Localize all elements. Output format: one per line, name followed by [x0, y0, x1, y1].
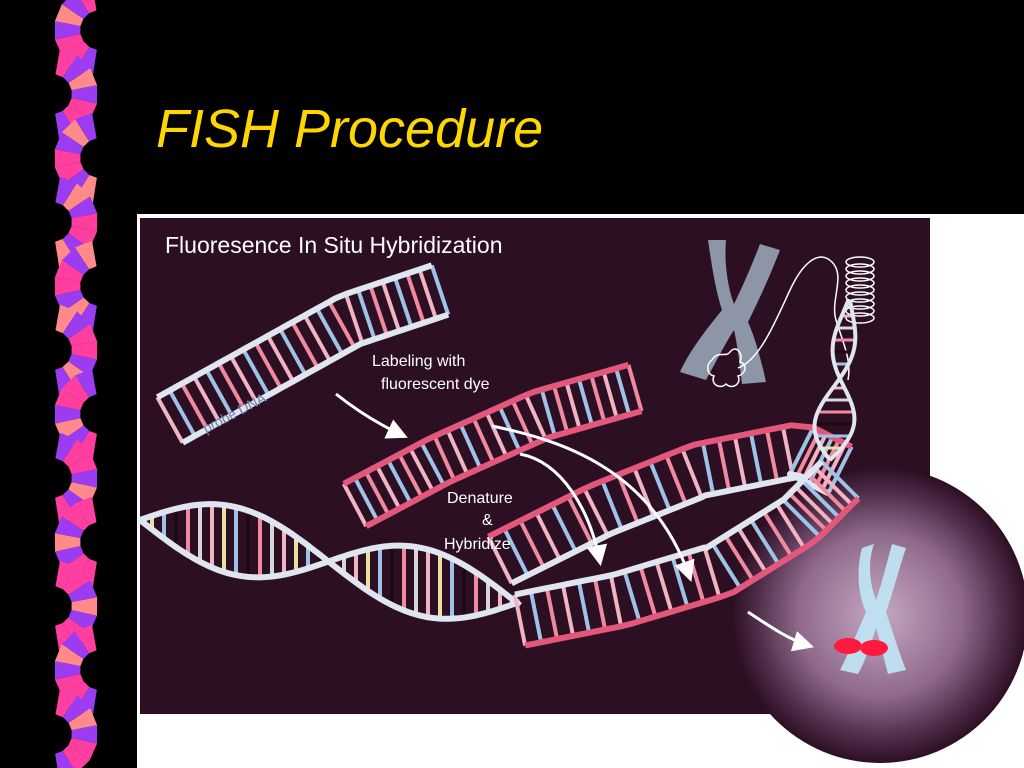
step-labeling-label: Labeling with — [372, 353, 466, 370]
step-hybridize-label: Hybridize — [444, 536, 511, 553]
step-ampersand-label: & — [482, 512, 493, 529]
dna-border-icon — [54, 0, 98, 768]
probe-dna-strand — [155, 262, 451, 446]
step-denature-label: Denature — [447, 490, 513, 507]
unwinding-dna-helix — [812, 299, 858, 462]
labeled-probe-strand — [342, 362, 644, 529]
arrow-icon — [335, 392, 815, 652]
chromosome-icon — [680, 240, 850, 388]
dna-coil-icon — [845, 256, 875, 324]
target-chromosome-icon — [834, 544, 906, 674]
step-labeling-label-2: fluorescent dye — [381, 376, 490, 393]
slide-title: FISH Procedure — [156, 99, 544, 159]
hybridized-strand-lower — [512, 459, 861, 649]
target-dna-helix — [138, 501, 522, 622]
figure-title: Fluoresence In Situ Hybridization — [165, 232, 503, 258]
